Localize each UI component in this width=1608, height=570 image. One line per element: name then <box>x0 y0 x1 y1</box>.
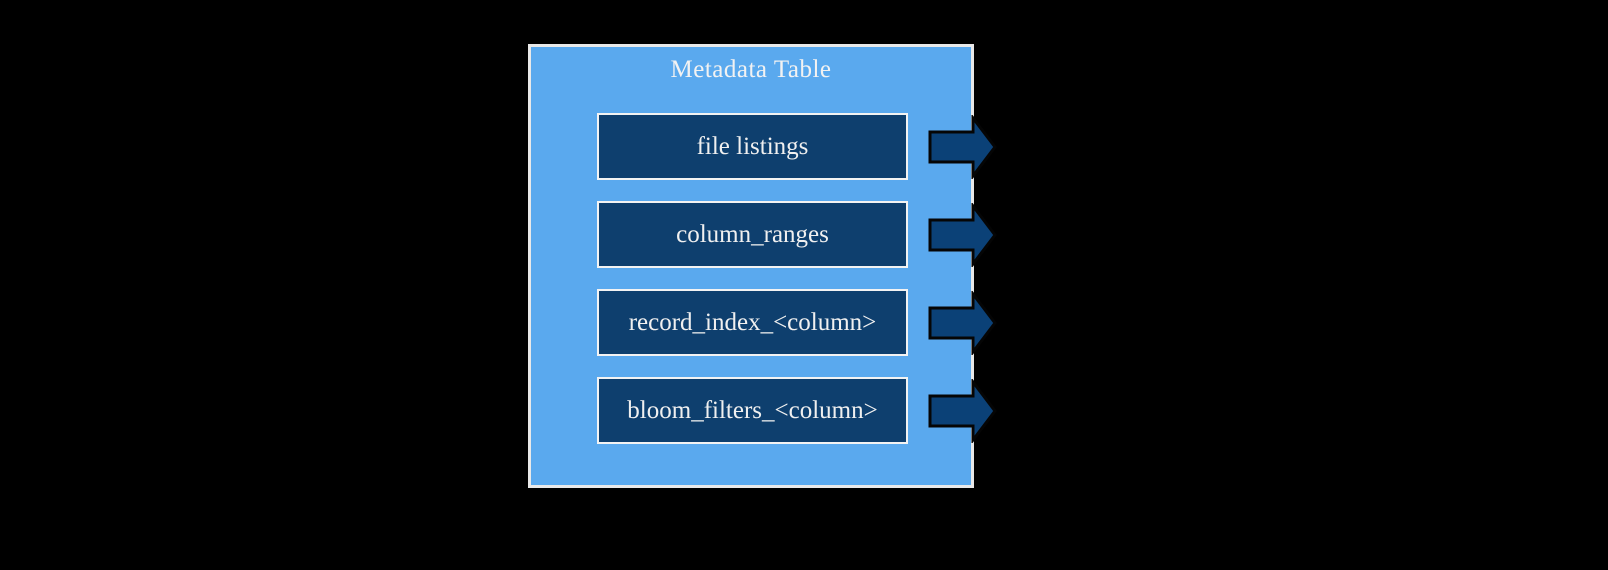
entry-label: file listings <box>696 132 809 160</box>
entry-box-bloom-filters: bloom_filters_<column> <box>597 377 908 444</box>
right-arrow-icon <box>928 291 997 355</box>
metadata-table-panel: Metadata Table file listings column_rang… <box>528 44 997 488</box>
entry-label: column_ranges <box>676 220 829 248</box>
right-arrow-icon <box>928 115 997 179</box>
panel-title: Metadata Table <box>670 56 832 83</box>
entry-box-column-ranges: column_ranges <box>597 201 908 268</box>
right-arrow-icon <box>928 203 997 267</box>
entry-label: bloom_filters_<column> <box>627 396 878 424</box>
right-arrow-icon <box>928 379 997 443</box>
entry-box-file-listings: file listings <box>597 113 908 180</box>
entry-box-record-index: record_index_<column> <box>597 289 908 356</box>
entry-label: record_index_<column> <box>628 308 877 336</box>
